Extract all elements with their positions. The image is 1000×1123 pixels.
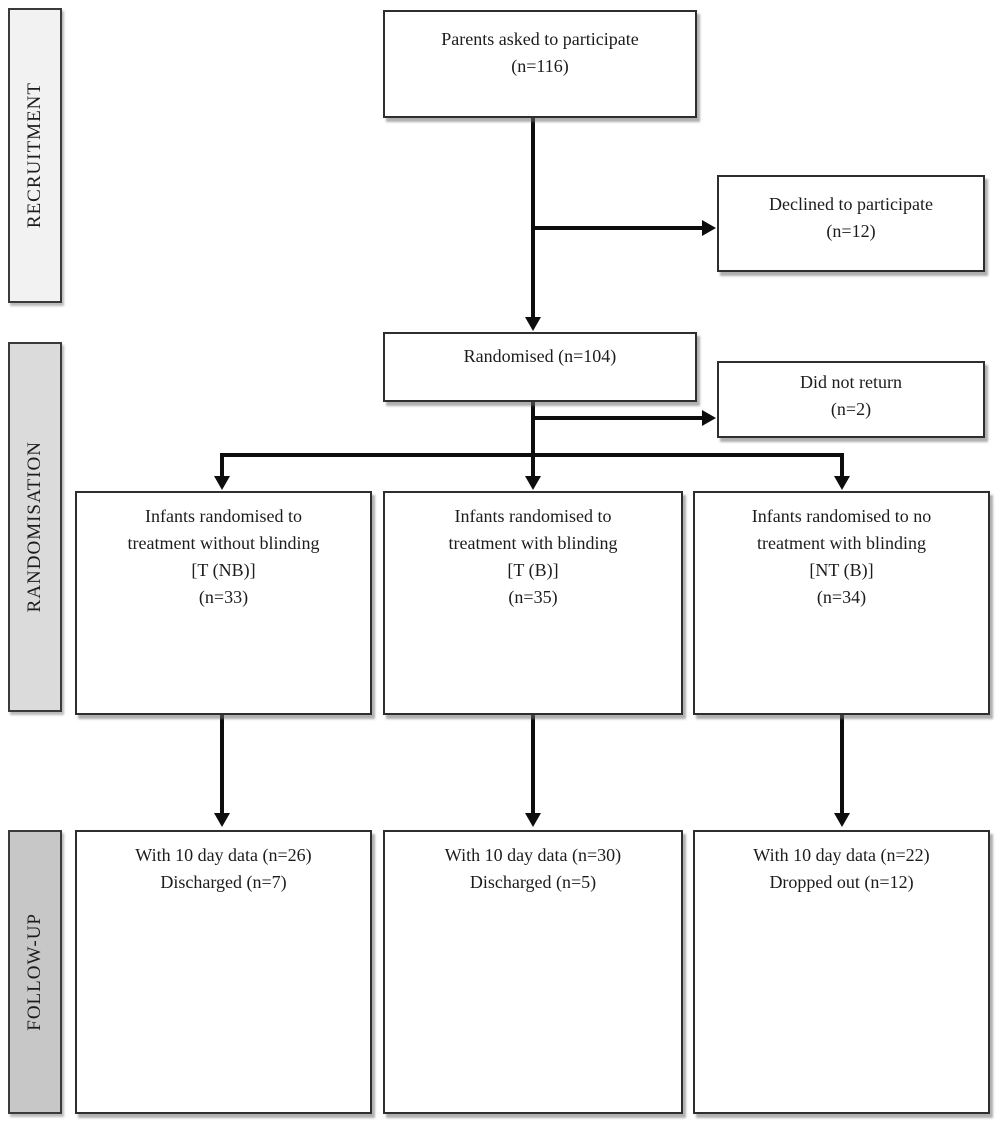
stage-label-followup: FOLLOW-UP bbox=[8, 830, 62, 1114]
box-text-line: Infants randomised to bbox=[454, 506, 612, 526]
arrowhead-into-did-not-return bbox=[702, 410, 716, 426]
box-followup-t-b: With 10 day data (n=30) Discharged (n=5) bbox=[383, 830, 683, 1114]
stage-label-text: FOLLOW-UP bbox=[24, 913, 45, 1031]
box-parents-asked: Parents asked to participate (n=116) bbox=[383, 10, 697, 118]
box-text-line: (n=2) bbox=[830, 399, 872, 419]
connector-distribution-bar bbox=[220, 453, 844, 457]
box-text-line: Declined to participate bbox=[769, 194, 933, 214]
box-text-line: Infants randomised to bbox=[145, 506, 302, 526]
box-text-line: Infants randomised to no bbox=[751, 506, 932, 526]
arrowhead-into-followup-t-b bbox=[525, 813, 541, 827]
connector-randomised-to-arms bbox=[531, 402, 535, 476]
box-declined: Declined to participate (n=12) bbox=[717, 175, 985, 272]
connector-branch-did-not-return bbox=[533, 416, 702, 420]
stage-label-text: RANDOMISATION bbox=[24, 441, 45, 613]
connector-arm-t-nb-to-followup bbox=[220, 715, 224, 813]
connector-drop-right-arm bbox=[840, 453, 844, 476]
box-text-line: [T (B)] bbox=[507, 560, 559, 580]
box-text-line: With 10 day data (n=26) bbox=[135, 845, 312, 865]
stage-label-randomisation: RANDOMISATION bbox=[8, 342, 62, 712]
box-text-line: Dropped out (n=12) bbox=[769, 872, 914, 892]
box-text-line: (n=33) bbox=[198, 587, 249, 607]
box-arm-nt-b: Infants randomised to no treatment with … bbox=[693, 491, 990, 715]
box-text-line: Did not return bbox=[800, 372, 902, 392]
box-did-not-return: Did not return (n=2) bbox=[717, 361, 985, 438]
box-text-line: Parents asked to participate bbox=[441, 29, 639, 49]
box-text-line: (n=116) bbox=[511, 56, 569, 76]
arrowhead-into-randomised bbox=[525, 317, 541, 331]
arrowhead-into-arm-nt-b bbox=[834, 476, 850, 490]
box-arm-t-b: Infants randomised to treatment with bli… bbox=[383, 491, 683, 715]
box-text-line: (n=34) bbox=[816, 587, 867, 607]
connector-parents-to-randomised bbox=[531, 118, 535, 318]
box-text-line: With 10 day data (n=22) bbox=[753, 845, 930, 865]
connector-drop-left-arm bbox=[220, 453, 224, 476]
arrowhead-into-arm-t-nb bbox=[214, 476, 230, 490]
box-text-line: [T (NB)] bbox=[191, 560, 256, 580]
box-text-line: treatment with blinding bbox=[757, 533, 926, 553]
arrowhead-into-arm-t-b bbox=[525, 476, 541, 490]
box-text-line: treatment without blinding bbox=[127, 533, 320, 553]
connector-arm-t-b-to-followup bbox=[531, 715, 535, 813]
box-randomised: Randomised (n=104) bbox=[383, 332, 697, 402]
stage-label-text: RECRUITMENT bbox=[24, 82, 45, 229]
box-followup-t-nb: With 10 day data (n=26) Discharged (n=7) bbox=[75, 830, 372, 1114]
box-text-line: Discharged (n=7) bbox=[160, 872, 287, 892]
arrowhead-into-followup-nt-b bbox=[834, 813, 850, 827]
box-text-line: (n=12) bbox=[826, 221, 876, 241]
box-text-line: Randomised (n=104) bbox=[463, 346, 617, 366]
box-text-line: [NT (B)] bbox=[809, 560, 874, 580]
box-followup-nt-b: With 10 day data (n=22) Dropped out (n=1… bbox=[693, 830, 990, 1114]
box-arm-t-nb: Infants randomised to treatment without … bbox=[75, 491, 372, 715]
arrowhead-into-declined bbox=[702, 220, 716, 236]
box-text-line: (n=35) bbox=[508, 587, 558, 607]
connector-branch-declined bbox=[533, 226, 702, 230]
box-text-line: Discharged (n=5) bbox=[469, 872, 597, 892]
arrowhead-into-followup-t-nb bbox=[214, 813, 230, 827]
box-text-line: treatment with blinding bbox=[448, 533, 618, 553]
box-text-line: With 10 day data (n=30) bbox=[444, 845, 622, 865]
connector-arm-nt-b-to-followup bbox=[840, 715, 844, 813]
stage-label-recruitment: RECRUITMENT bbox=[8, 8, 62, 303]
